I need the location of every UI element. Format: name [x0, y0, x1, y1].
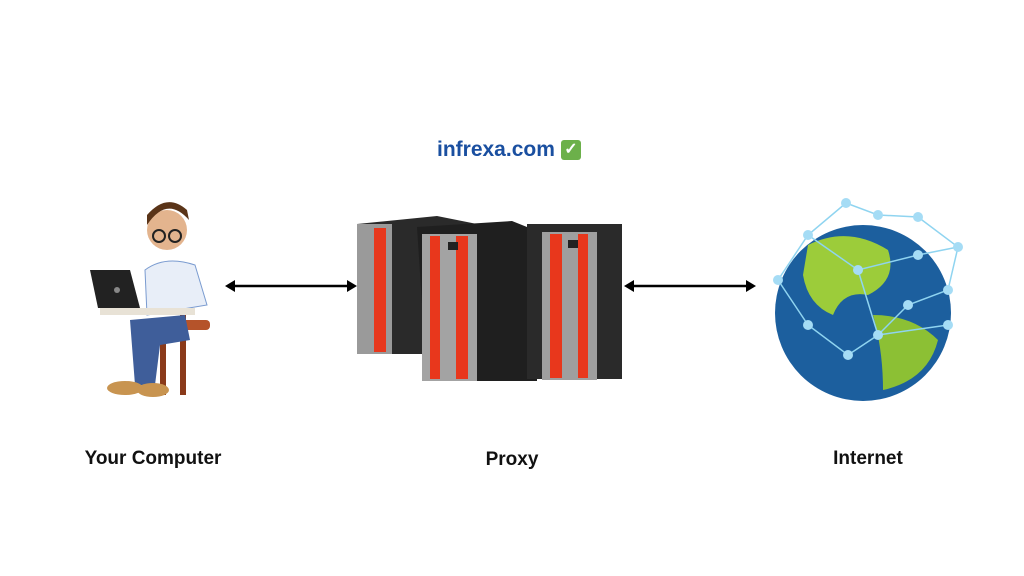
brand-text: infrexa.com	[437, 138, 555, 161]
check-mark-icon: ✓	[560, 140, 581, 160]
node-label-proxy: Proxy	[485, 449, 539, 470]
node-label-your-computer: Your Computer	[84, 448, 222, 469]
person-laptop-icon	[90, 202, 210, 397]
node-label-internet: Internet	[833, 448, 903, 469]
globe-network-icon	[773, 198, 963, 401]
server-rack-icon	[357, 216, 622, 381]
brand-watermark: infrexa.com ✓	[437, 138, 581, 162]
bidirectional-arrow	[225, 280, 357, 292]
bidirectional-arrow	[624, 280, 756, 292]
